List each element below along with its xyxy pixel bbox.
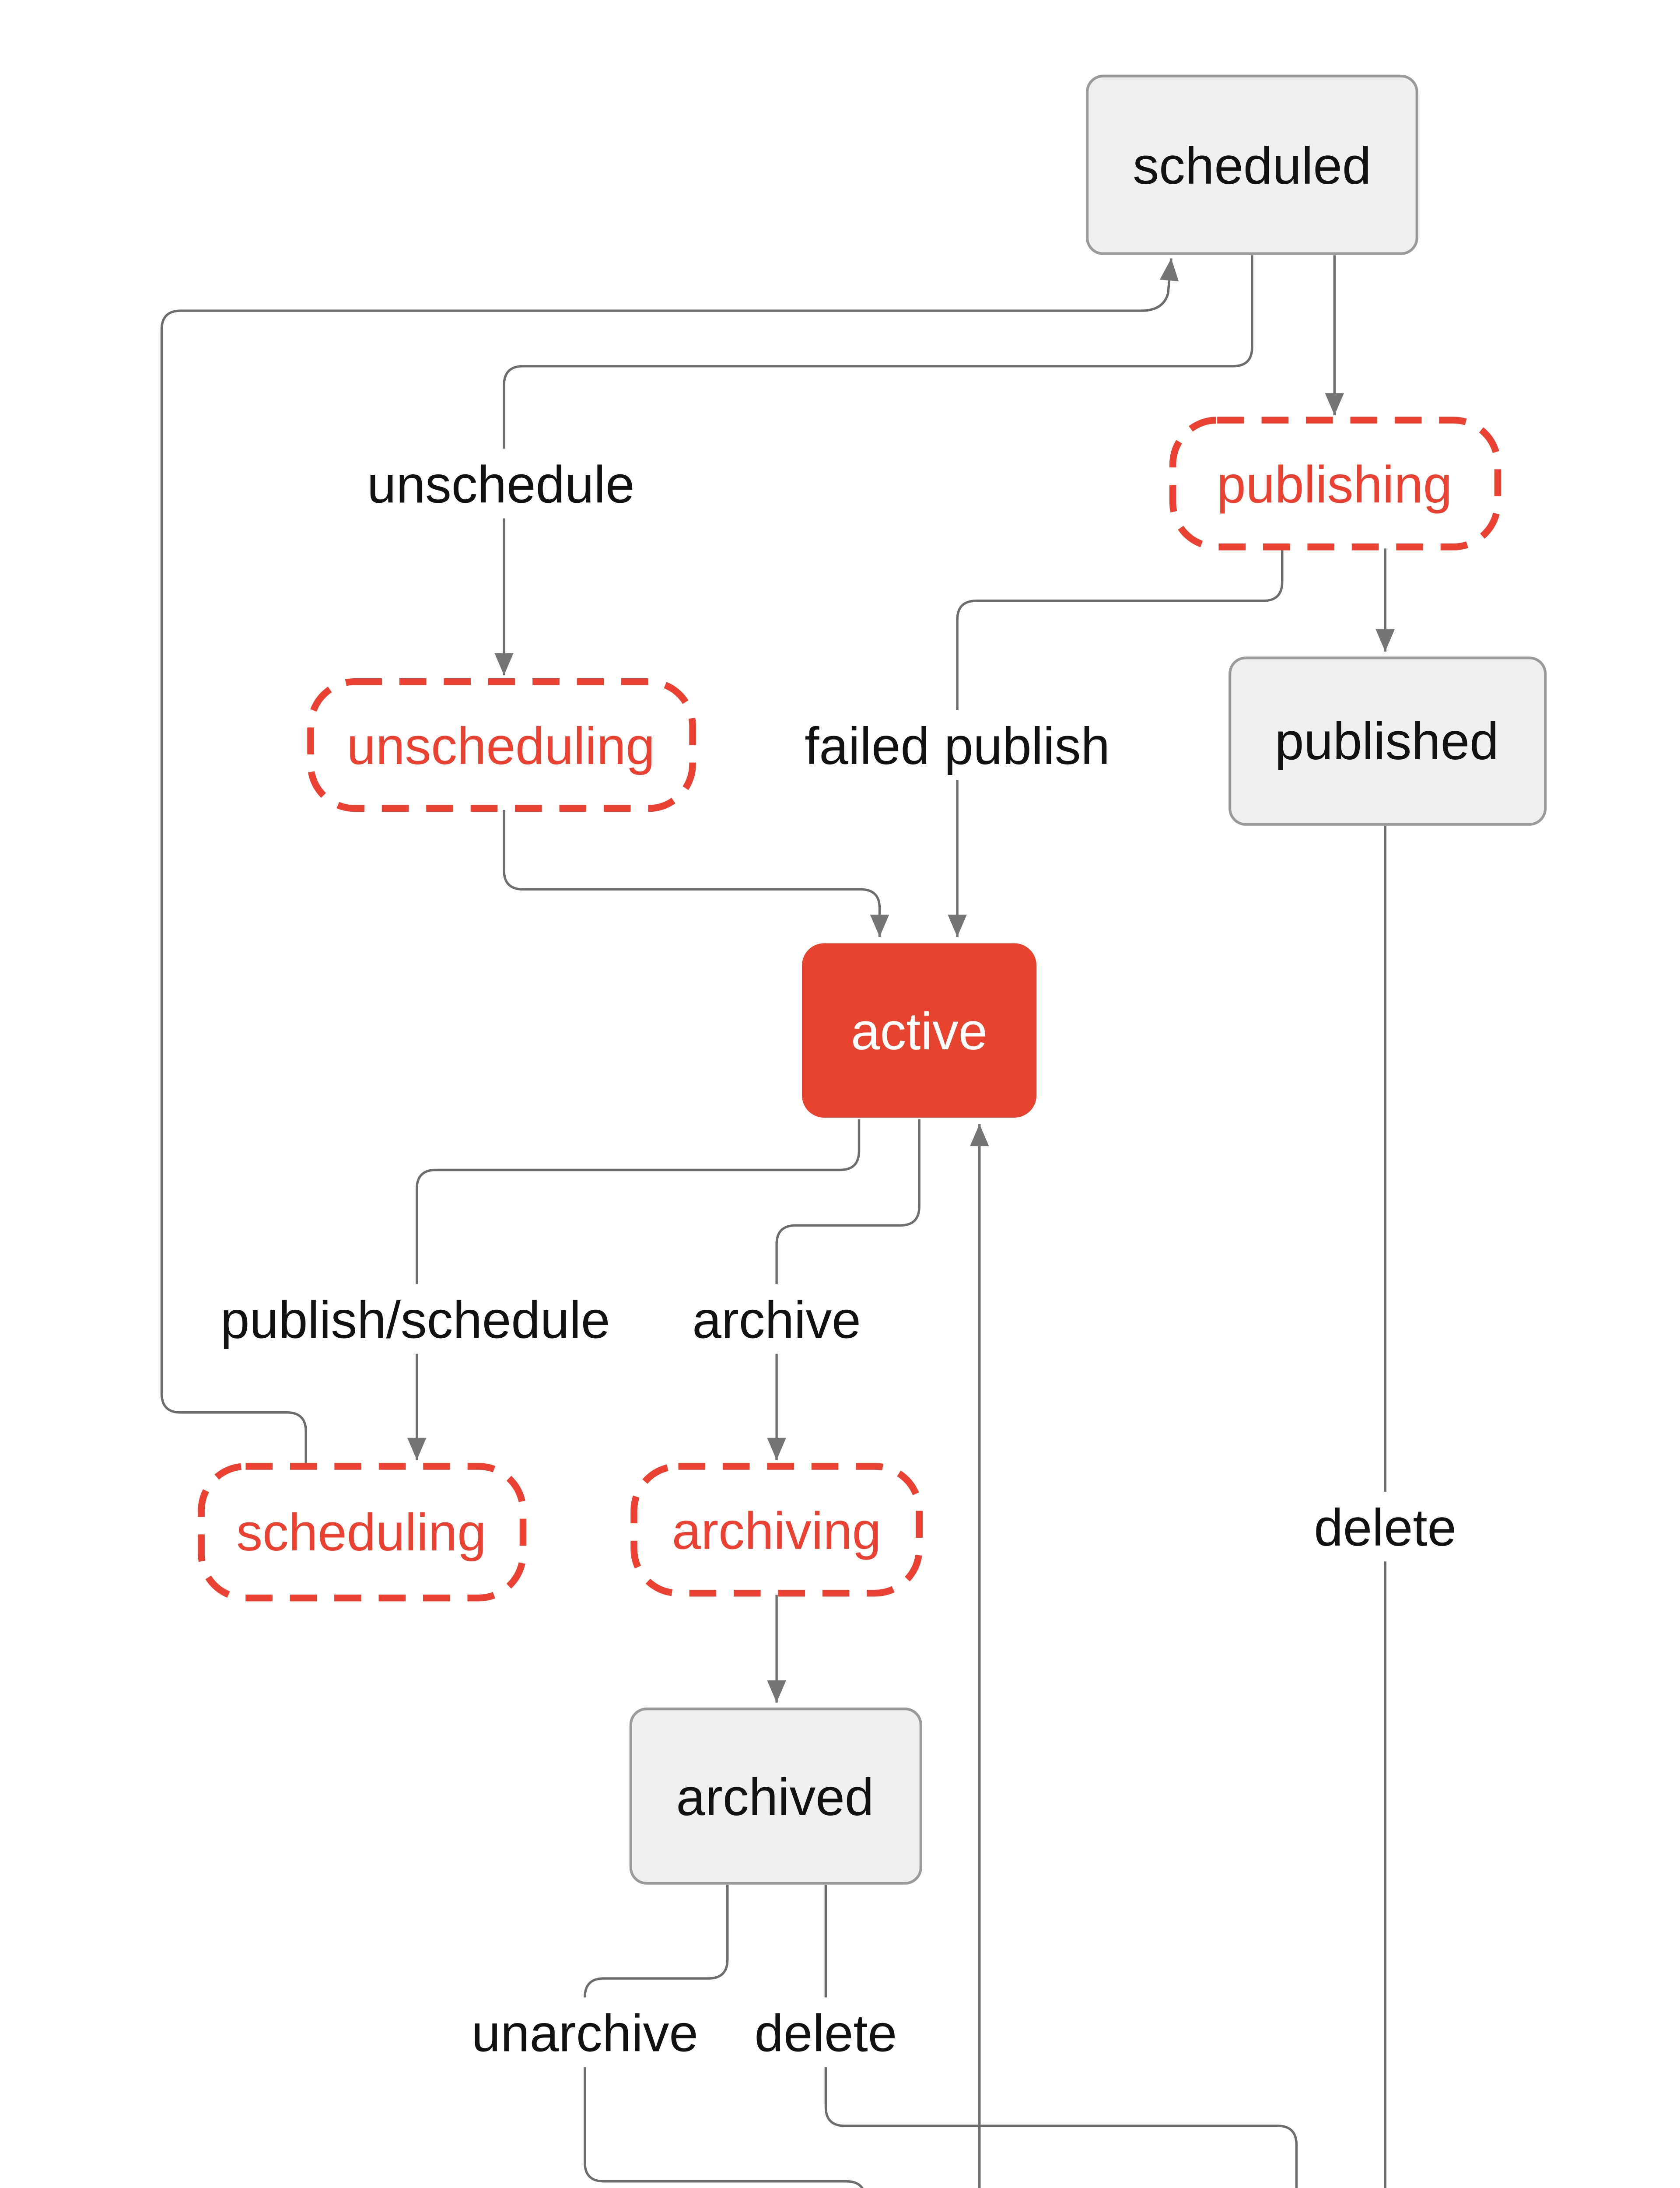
edge-label-text: unschedule xyxy=(367,456,634,514)
edge-label-bg xyxy=(740,1997,912,2067)
edge-scheduled-to-unscheduling xyxy=(494,255,1253,676)
edge-archived-to-deleted-delete xyxy=(824,1885,1298,2188)
state-box xyxy=(1228,656,1547,826)
edge-label-bg xyxy=(1299,1491,1471,1562)
edge-label-bg xyxy=(200,1284,631,1354)
edge-label-unarchive: unarchive xyxy=(461,1997,709,2067)
state-box xyxy=(198,1463,527,1602)
state-label: unscheduling xyxy=(347,717,655,775)
edge-label-text: delete xyxy=(755,2005,897,2063)
state-published: published xyxy=(1228,656,1547,826)
state-label: scheduling xyxy=(236,1504,486,1562)
edge-scheduling-to-scheduled xyxy=(160,258,1179,1465)
state-archiving: archiving xyxy=(630,1463,923,1597)
edge-label-bg xyxy=(358,449,644,519)
state-label: published xyxy=(1275,712,1499,771)
state-unscheduling: unscheduling xyxy=(307,678,696,812)
edge-label-delete-archived: delete xyxy=(740,1997,912,2067)
edge-label-text: unarchive xyxy=(472,2005,698,2063)
state-label: archiving xyxy=(672,1502,881,1560)
edge-label-text: delete xyxy=(1314,1499,1456,1557)
edge-unscheduling-to-active xyxy=(503,810,889,937)
edge-publishing-to-active-failed-publish xyxy=(948,548,1284,937)
edge-label-bg xyxy=(678,1284,875,1354)
edge-label-text: archive xyxy=(692,1291,861,1350)
state-box xyxy=(630,1463,923,1597)
state-box xyxy=(307,678,696,812)
edge-archived-to-unarchiving-unarchive xyxy=(584,1885,864,2188)
edge-label-archive: archive xyxy=(678,1284,875,1354)
edge-active-to-scheduling-publish-schedule xyxy=(407,1119,861,1460)
states: scheduled publishing unscheduling publis… xyxy=(198,74,1547,1885)
edge-label-unschedule: unschedule xyxy=(358,449,644,519)
state-label: publishing xyxy=(1217,456,1452,514)
state-scheduling: scheduling xyxy=(198,1463,527,1602)
state-box xyxy=(1086,74,1418,255)
state-box xyxy=(1169,417,1502,551)
edge-label-text: publish/schedule xyxy=(220,1291,610,1350)
state-scheduled: scheduled xyxy=(1086,74,1418,255)
state-label: active xyxy=(851,1003,987,1061)
state-box xyxy=(629,1708,922,1885)
edge-label-delete-published: delete xyxy=(1299,1491,1471,1562)
edge-label-bg xyxy=(461,1997,709,2067)
edge-label-failed-publish: failed publish xyxy=(783,710,1132,780)
edge-label-bg xyxy=(783,710,1132,780)
state-box xyxy=(802,943,1037,1118)
state-publishing: publishing xyxy=(1169,417,1502,551)
edge-label-publish-schedule: publish/schedule xyxy=(200,1284,631,1354)
edge-labels: unschedule failed publish publish/schedu… xyxy=(200,449,1471,2067)
edges xyxy=(160,255,1395,2188)
state-label: archived xyxy=(676,1768,874,1827)
state-active: active xyxy=(802,943,1037,1118)
state-label: scheduled xyxy=(1133,137,1371,195)
edge-label-text: failed publish xyxy=(805,717,1110,775)
state-archived: archived xyxy=(629,1708,922,1885)
edge-active-to-archiving-archive xyxy=(767,1119,920,1460)
